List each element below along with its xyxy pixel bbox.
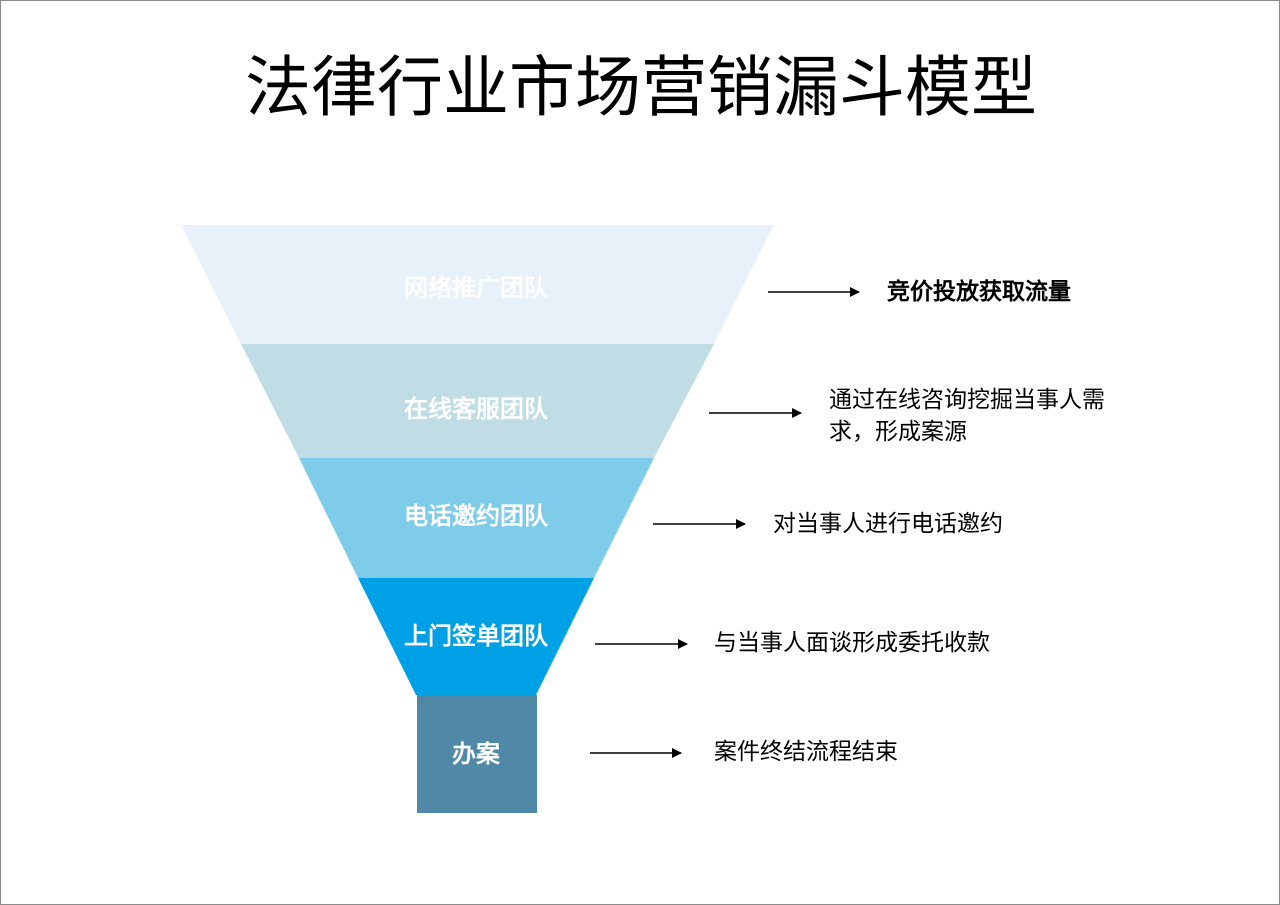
stage-description-1: 竞价投放获取流量 bbox=[887, 279, 1071, 305]
funnel-stage-3 bbox=[299, 458, 654, 578]
stage-description-2: 通过在线咨询挖掘当事人需求，形成案源 bbox=[829, 387, 1105, 445]
stage-label-4: 上门签单团队 bbox=[404, 622, 548, 650]
stage-description-3: 对当事人进行电话邀约 bbox=[773, 511, 1003, 537]
stage-label-5: 办案 bbox=[452, 740, 500, 768]
stage-label-2: 在线客服团队 bbox=[404, 395, 548, 423]
funnel-stage-4 bbox=[358, 578, 594, 695]
funnel-stage-1 bbox=[181, 225, 774, 344]
stage-description-4: 与当事人面谈形成委托收款 bbox=[714, 630, 990, 656]
funnel-stage-5 bbox=[417, 695, 537, 813]
stage-label-3: 电话邀约团队 bbox=[404, 502, 548, 530]
funnel-stage-2 bbox=[241, 344, 714, 458]
stage-label-1: 网络推广团队 bbox=[404, 274, 548, 302]
diagram-title: 法律行业市场营销漏斗模型 bbox=[245, 49, 1037, 126]
stage-description-5: 案件终结流程结束 bbox=[714, 739, 898, 765]
